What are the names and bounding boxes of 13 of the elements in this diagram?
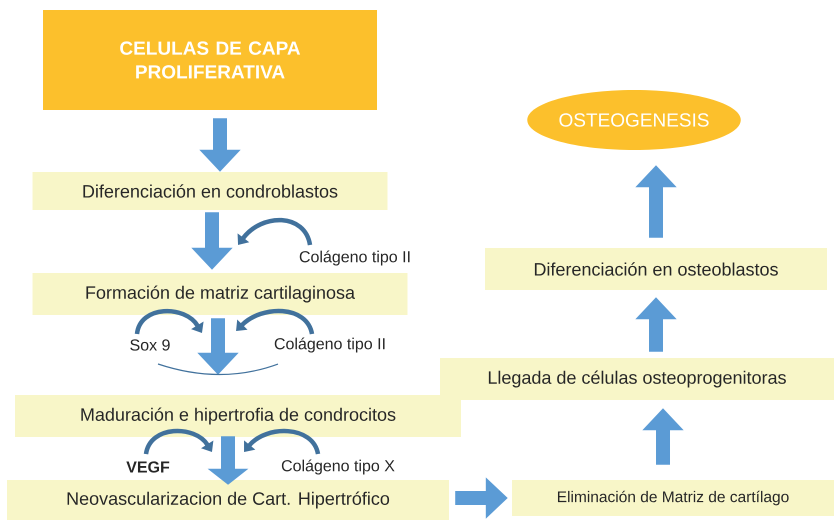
- step-box: Diferenciación en condroblastos: [32, 172, 388, 210]
- label-text: Colágeno tipo II: [274, 337, 385, 353]
- label-text: Colágeno tipo X: [282, 459, 395, 475]
- step-box: Formación de matriz cartilaginosa: [32, 273, 408, 315]
- step-box: Neovascularizacion de Cart. Hipertrófico: [7, 480, 449, 520]
- step-box: Eliminación de Matriz de cartílago: [512, 480, 834, 516]
- label-text: Colágeno tipo II: [300, 250, 410, 266]
- title-box: CELULAS DE CAPA PROLIFERATIVA: [43, 10, 377, 110]
- step-box: Maduración e hipertrofia de condrocitos: [15, 395, 461, 437]
- label-text: Sox 9: [130, 339, 170, 351]
- label-text: VEGF: [126, 461, 170, 473]
- step-box: Diferenciación en osteoblastos: [485, 248, 827, 290]
- step-box: Llegada de células osteoprogenitoras: [440, 358, 834, 400]
